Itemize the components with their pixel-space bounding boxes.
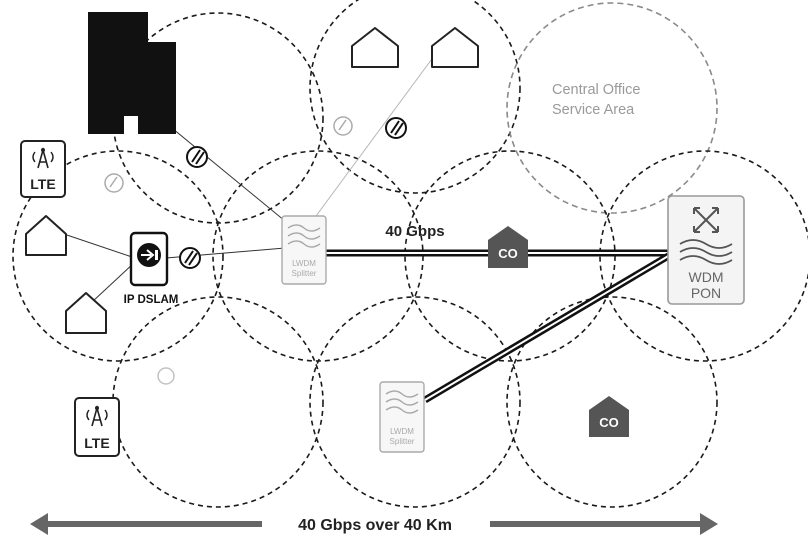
lte-box (74, 397, 120, 457)
houses (25, 27, 479, 334)
co-house-icon (488, 226, 528, 268)
optical-terminal-icon-faded (157, 367, 175, 385)
splitter-label-line1: LWDM (292, 259, 316, 268)
lte-box (20, 140, 66, 198)
lte-label: LTE (30, 176, 55, 192)
office-building-icon (88, 12, 176, 134)
dslam-label: IP DSLAM (124, 294, 179, 306)
coverage-cell (599, 150, 808, 362)
splitter-icon (385, 390, 419, 414)
house-icon (351, 27, 399, 68)
trunk-fiber-bottom-core (424, 254, 671, 401)
optical-terminal-icon (385, 117, 407, 139)
wdm-pon-label-line2: PON (691, 285, 721, 301)
lte-bottom: LTE (74, 397, 120, 457)
co-bottom: CO (589, 396, 629, 437)
co-top: CO (488, 226, 528, 268)
building-tower (88, 12, 148, 134)
coverage-cell (12, 150, 224, 362)
lte-top: LTE (20, 140, 66, 198)
optical-terminal-icon (179, 247, 201, 269)
trunk-label: 40 Gbps (385, 223, 444, 240)
splitter-label-line2: Splitter (390, 437, 415, 446)
splitter-icon (287, 224, 321, 248)
building-annex (148, 42, 176, 134)
coverage-cell (309, 296, 521, 508)
optical-terminal-icon-faded (333, 116, 353, 136)
optical-terminal-icon (186, 146, 208, 168)
building-door (124, 116, 138, 134)
coverage-cell (309, 0, 521, 194)
splitter-label-line2: Splitter (292, 269, 317, 278)
trunk-fibers (326, 249, 672, 404)
dslam-icon (137, 243, 161, 267)
house-icon (25, 215, 67, 256)
co-house-icon (589, 396, 629, 437)
coverage-cell (506, 296, 718, 508)
wdm-pon-label-line1: WDM (689, 269, 724, 285)
splitter-bottom: LWDM Splitter (379, 381, 425, 453)
wdm-pon-box (667, 195, 745, 305)
wdm-pon-icon (679, 207, 733, 265)
lte-tower-icon (86, 405, 108, 427)
service-area-label-line2: Service Area (552, 102, 635, 118)
splitter-top: LWDM Splitter (281, 215, 327, 285)
optical-terminals (104, 116, 407, 385)
lte-label: LTE (84, 435, 109, 451)
drop-line (91, 261, 136, 303)
drop-line (301, 47, 441, 236)
co-label: CO (498, 246, 518, 261)
service-area-label-line1: Central Office (552, 82, 640, 98)
co-label: CO (599, 415, 619, 430)
span-label: 40 Gbps over 40 Km (298, 517, 452, 534)
house-icon (65, 292, 107, 334)
optical-terminal-icon-faded (104, 173, 124, 193)
splitter-label-line1: LWDM (390, 427, 414, 436)
drop-line (57, 231, 136, 259)
service-area-cell (506, 2, 718, 214)
ip-dslam: IP DSLAM (124, 231, 179, 306)
coverage-cell (112, 296, 324, 508)
house-icon (431, 27, 479, 68)
double-arrow-icon (30, 513, 718, 535)
lte-tower-icon (32, 147, 54, 169)
wdm-pon: WDM PON (667, 195, 745, 305)
